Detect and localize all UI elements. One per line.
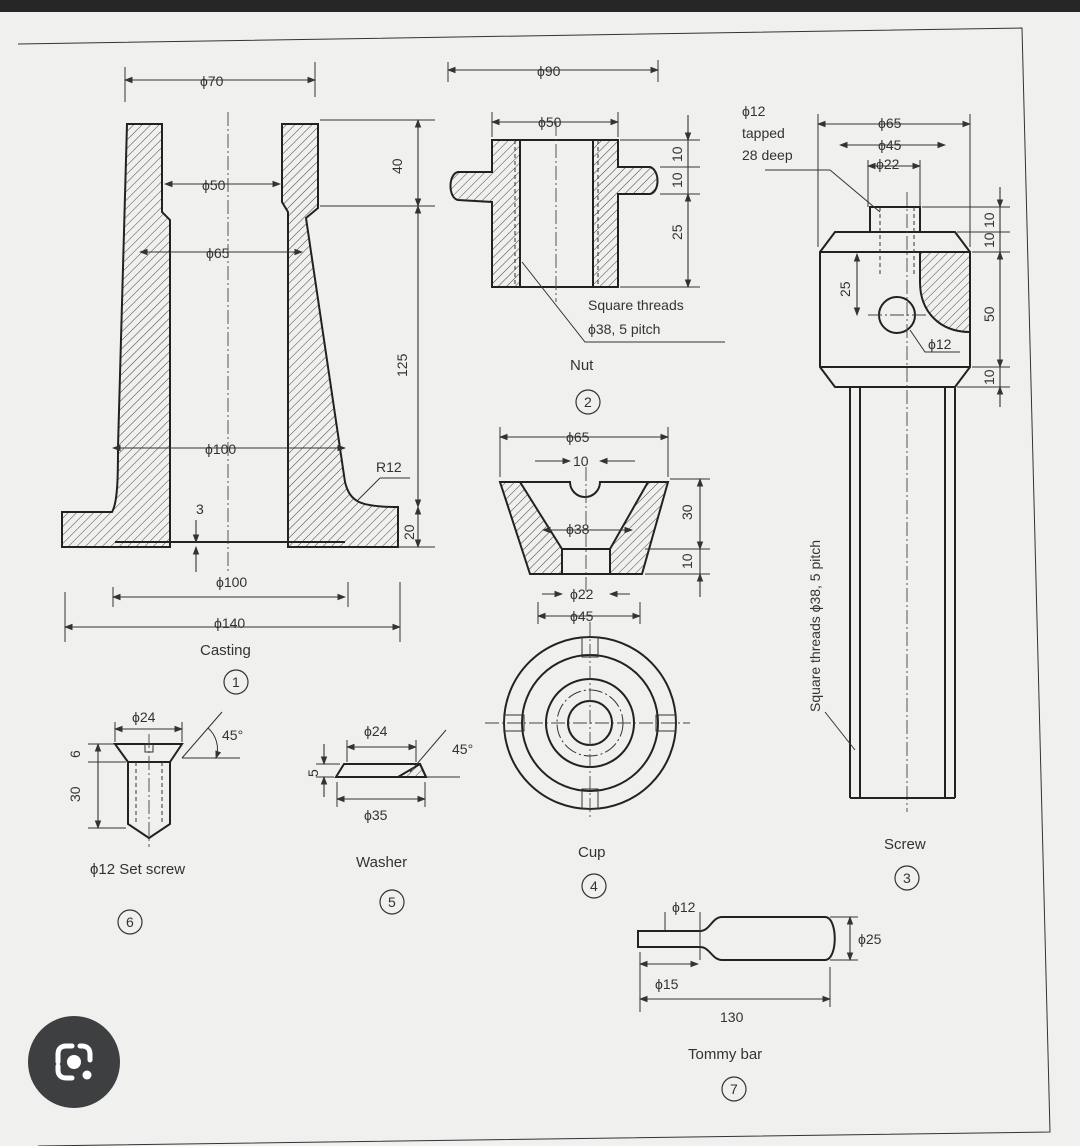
casting-dim-d65: ϕ65 <box>206 245 230 261</box>
washer-dim-angle: 45° <box>452 741 473 757</box>
washer-dim-d35: ϕ35 <box>364 807 388 823</box>
nut-note-line2: ϕ38, 5 pitch <box>588 321 660 337</box>
cup-number: 4 <box>590 878 598 894</box>
tommy-bar-label: Tommy bar <box>688 1046 762 1063</box>
casting-dim-h125: 125 <box>394 353 410 377</box>
nut-dim-h10a: 10 <box>669 146 685 162</box>
nut-drawing: ϕ90 ϕ50 10 10 25 Square threads ϕ38, 5 p… <box>446 60 725 415</box>
nut-dim-d90: ϕ90 <box>537 63 561 79</box>
nut-label: Nut <box>570 357 594 374</box>
screw-dim-d45: ϕ45 <box>878 137 902 153</box>
screw-label: Screw <box>884 836 926 853</box>
set-screw-drawing: ϕ24 45° 30 6 ϕ12 Set screw 6 <box>67 709 243 935</box>
tommy-dim-d15: ϕ15 <box>655 976 679 992</box>
screw-tap-line3: 28 deep <box>742 147 793 163</box>
casting-dim-t3: 3 <box>196 501 204 517</box>
screw-drawing: ϕ12 tapped 28 deep ϕ65 ϕ45 ϕ22 10 10 50 … <box>742 103 1010 891</box>
cup-dim-w10: 10 <box>573 453 589 469</box>
screw-dim-h10a: 10 <box>981 212 997 228</box>
casting-drawing: ϕ70 ϕ50 ϕ65 ϕ100 40 125 20 R12 3 ϕ100 ϕ1… <box>61 62 435 695</box>
washer-dim-d24: ϕ24 <box>364 723 388 739</box>
cup-dim-d38: ϕ38 <box>566 521 590 537</box>
set-screw-dim-d24: ϕ24 <box>132 709 156 725</box>
screw-dim-d65: ϕ65 <box>878 115 902 131</box>
cup-label: Cup <box>578 844 606 861</box>
casting-dim-h20: 20 <box>401 524 417 540</box>
casting-dim-r12: R12 <box>376 459 402 475</box>
casting-dim-d70: ϕ70 <box>200 73 224 89</box>
drawing-sheet: ϕ70 ϕ50 ϕ65 ϕ100 40 125 20 R12 3 ϕ100 ϕ1… <box>0 12 1080 1146</box>
cup-dim-d45: ϕ45 <box>570 608 594 624</box>
screw-dim-h10b: 10 <box>981 232 997 248</box>
set-screw-dim-h6: 6 <box>67 750 83 758</box>
washer-number: 5 <box>388 894 396 910</box>
sheet-border <box>17 27 1051 1146</box>
set-screw-number: 6 <box>126 914 134 930</box>
screw-dim-d22: ϕ22 <box>876 156 900 172</box>
screw-number: 3 <box>903 870 911 886</box>
washer-label: Washer <box>356 854 407 871</box>
screw-dim-h25: 25 <box>837 281 853 297</box>
screw-dim-h10c: 10 <box>981 369 997 385</box>
tommy-dim-d25: ϕ25 <box>858 931 882 947</box>
casting-label: Casting <box>200 642 251 659</box>
set-screw-dim-angle: 45° <box>222 727 243 743</box>
casting-dim-d100b: ϕ100 <box>216 574 247 590</box>
screw-tap-line1: ϕ12 <box>742 103 766 119</box>
screw-thread-note: Square threads ϕ38, 5 pitch <box>807 540 823 712</box>
cup-dim-h10: 10 <box>679 553 695 569</box>
casting-dim-h40: 40 <box>389 158 405 174</box>
washer-drawing: ϕ24 45° 5 ϕ35 Washer 5 <box>305 723 473 915</box>
nut-dim-h25: 25 <box>669 224 685 240</box>
cup-dim-d22: ϕ22 <box>570 586 594 602</box>
casting-number: 1 <box>232 674 240 690</box>
set-screw-label: ϕ12 Set screw <box>90 861 185 878</box>
nut-dim-h10b: 10 <box>669 172 685 188</box>
cup-dim-d65: ϕ65 <box>566 429 590 445</box>
set-screw-dim-h30: 30 <box>67 786 83 802</box>
engineering-drawing: ϕ70 ϕ50 ϕ65 ϕ100 40 125 20 R12 3 ϕ100 ϕ1… <box>17 27 1051 1146</box>
nut-dim-d50: ϕ50 <box>538 114 562 130</box>
lens-glyph <box>55 1043 93 1081</box>
screw-dim-h50: 50 <box>981 306 997 322</box>
google-lens-icon[interactable] <box>28 1016 120 1108</box>
nut-note-line1: Square threads <box>588 297 684 313</box>
nut-number: 2 <box>584 394 592 410</box>
tommy-bar-drawing: ϕ12 ϕ25 ϕ15 130 Tommy bar 7 <box>637 899 882 1102</box>
casting-dim-d140: ϕ140 <box>214 615 245 631</box>
screw-dim-d12: ϕ12 <box>928 336 952 352</box>
cup-dim-h30: 30 <box>679 504 695 520</box>
tommy-bar-number: 7 <box>730 1081 738 1097</box>
washer-dim-h5: 5 <box>305 769 321 777</box>
casting-dim-d100a: ϕ100 <box>205 441 236 457</box>
cup-drawing: ϕ65 10 ϕ38 30 10 ϕ22 ϕ45 Cup 4 <box>485 427 710 899</box>
tommy-dim-l130: 130 <box>720 1009 744 1025</box>
casting-dim-d50: ϕ50 <box>202 177 226 193</box>
tommy-dim-d12: ϕ12 <box>672 899 696 915</box>
screw-tap-line2: tapped <box>742 125 785 141</box>
